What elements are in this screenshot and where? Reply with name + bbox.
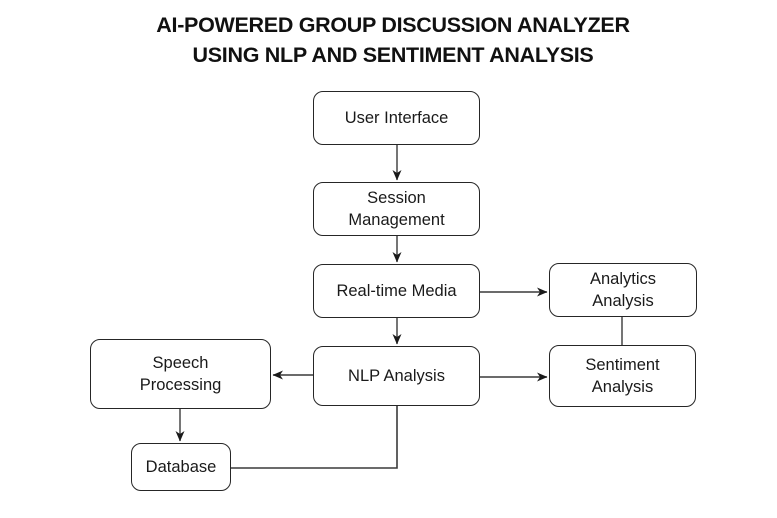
node-nlp-analysis-label: NLP Analysis — [348, 367, 445, 385]
node-speech-processing-label: Speech Processing — [139, 354, 222, 394]
node-nlp-analysis: NLP Analysis — [313, 346, 480, 406]
diagram-title: AI-POWERED GROUP DISCUSSION ANALYZER USI… — [0, 10, 777, 70]
node-database: Database — [131, 443, 231, 491]
edge-nlp-analysis-to-database-line — [231, 406, 398, 469]
node-sentiment-analysis: Sentiment Analysis — [549, 345, 696, 407]
node-user-interface: User Interface — [313, 91, 480, 145]
node-sentiment-analysis-label: Sentiment Analysis — [585, 356, 660, 396]
node-analytics-analysis: Analytics Analysis — [549, 263, 697, 317]
node-database-label: Database — [145, 458, 217, 476]
node-speech-processing: Speech Processing — [90, 339, 271, 409]
diagram-title-line1: AI-POWERED GROUP DISCUSSION ANALYZER — [156, 13, 630, 37]
diagram-title-line2: USING NLP AND SENTIMENT ANALYSIS — [192, 43, 594, 67]
node-session-management-label: Session Management — [348, 189, 445, 229]
node-session-management: Session Management — [313, 182, 480, 236]
node-real-time-media-label: Real-time Media — [336, 282, 457, 300]
node-real-time-media: Real-time Media — [313, 264, 480, 318]
node-user-interface-label: User Interface — [344, 109, 449, 127]
node-analytics-analysis-label: Analytics Analysis — [589, 270, 657, 310]
